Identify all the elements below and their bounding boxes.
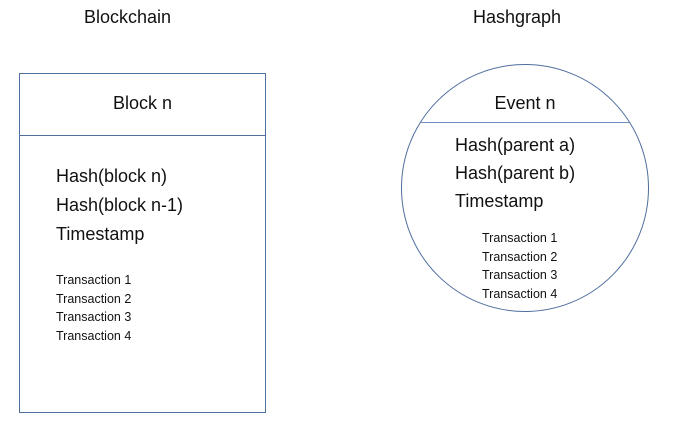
hashgraph-heading: Hashgraph — [473, 7, 562, 27]
block-transaction: Transaction 2 — [56, 291, 132, 306]
block-title: Block n — [112, 93, 173, 113]
event-title: Event n — [494, 93, 556, 113]
event-transaction: Transaction 2 — [482, 249, 558, 264]
block-field-timestamp: Timestamp — [56, 224, 145, 244]
block-transaction: Transaction 1 — [56, 273, 132, 287]
event-field-hash-parent-b: Hash(parent b) — [455, 163, 576, 183]
block-transaction: Transaction 3 — [56, 310, 132, 324]
event-field-timestamp: Timestamp — [455, 191, 544, 211]
event-transaction: Transaction 4 — [482, 286, 558, 301]
blockchain-heading: Blockchain — [84, 7, 172, 27]
blockchain-block: Block n Hash(block n) Hash(block n-1) Ti… — [19, 73, 266, 413]
block-fields: Hash(block n) Hash(block n-1) Timestamp — [56, 162, 183, 249]
block-transactions: Transaction 1 Transaction 2 Transaction … — [56, 271, 131, 345]
block-header: Block n — [20, 74, 265, 136]
hashgraph-event: Event n Hash(parent a) Hash(parent b) Ti… — [401, 64, 649, 312]
block-transaction: Transaction 4 — [56, 328, 132, 343]
block-field-hash-previous: Hash(block n-1) — [56, 195, 184, 215]
event-fields: Hash(parent a) Hash(parent b) Timestamp — [455, 131, 575, 215]
event-divider — [402, 122, 648, 123]
event-field-hash-parent-a: Hash(parent a) — [455, 135, 576, 155]
event-transaction: Transaction 1 — [482, 231, 558, 245]
event-transaction: Transaction 3 — [482, 268, 558, 282]
event-transactions: Transaction 1 Transaction 2 Transaction … — [482, 229, 557, 303]
block-field-hash-current: Hash(block n) — [56, 166, 168, 186]
